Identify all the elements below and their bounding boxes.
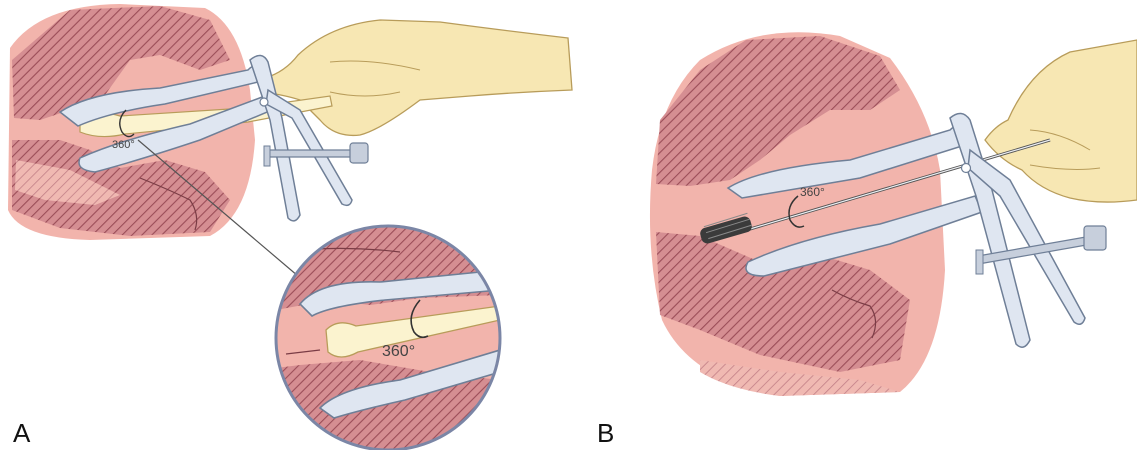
panel-a-rotation-label: 360° [112, 139, 135, 151]
panel-b-speculum-screw-knob [1084, 226, 1106, 250]
panel-a-gloved-hand [262, 20, 572, 135]
panel-a-speculum-screw-knob [350, 143, 368, 163]
panel-b-rotation-label: 360° [800, 185, 825, 199]
panel-a: 360° 360° A [8, 4, 572, 450]
panel-a-speculum-screw [266, 150, 356, 157]
panel-b: 360° B [597, 32, 1137, 448]
panel-a-inset: 360° [276, 226, 500, 450]
panel-a-speculum-pivot [260, 98, 268, 106]
inset-rotation-label: 360° [382, 343, 415, 360]
panel-a-label: A [13, 418, 31, 448]
panel-b-speculum-pivot [962, 164, 971, 173]
panel-b-label: B [597, 418, 614, 448]
